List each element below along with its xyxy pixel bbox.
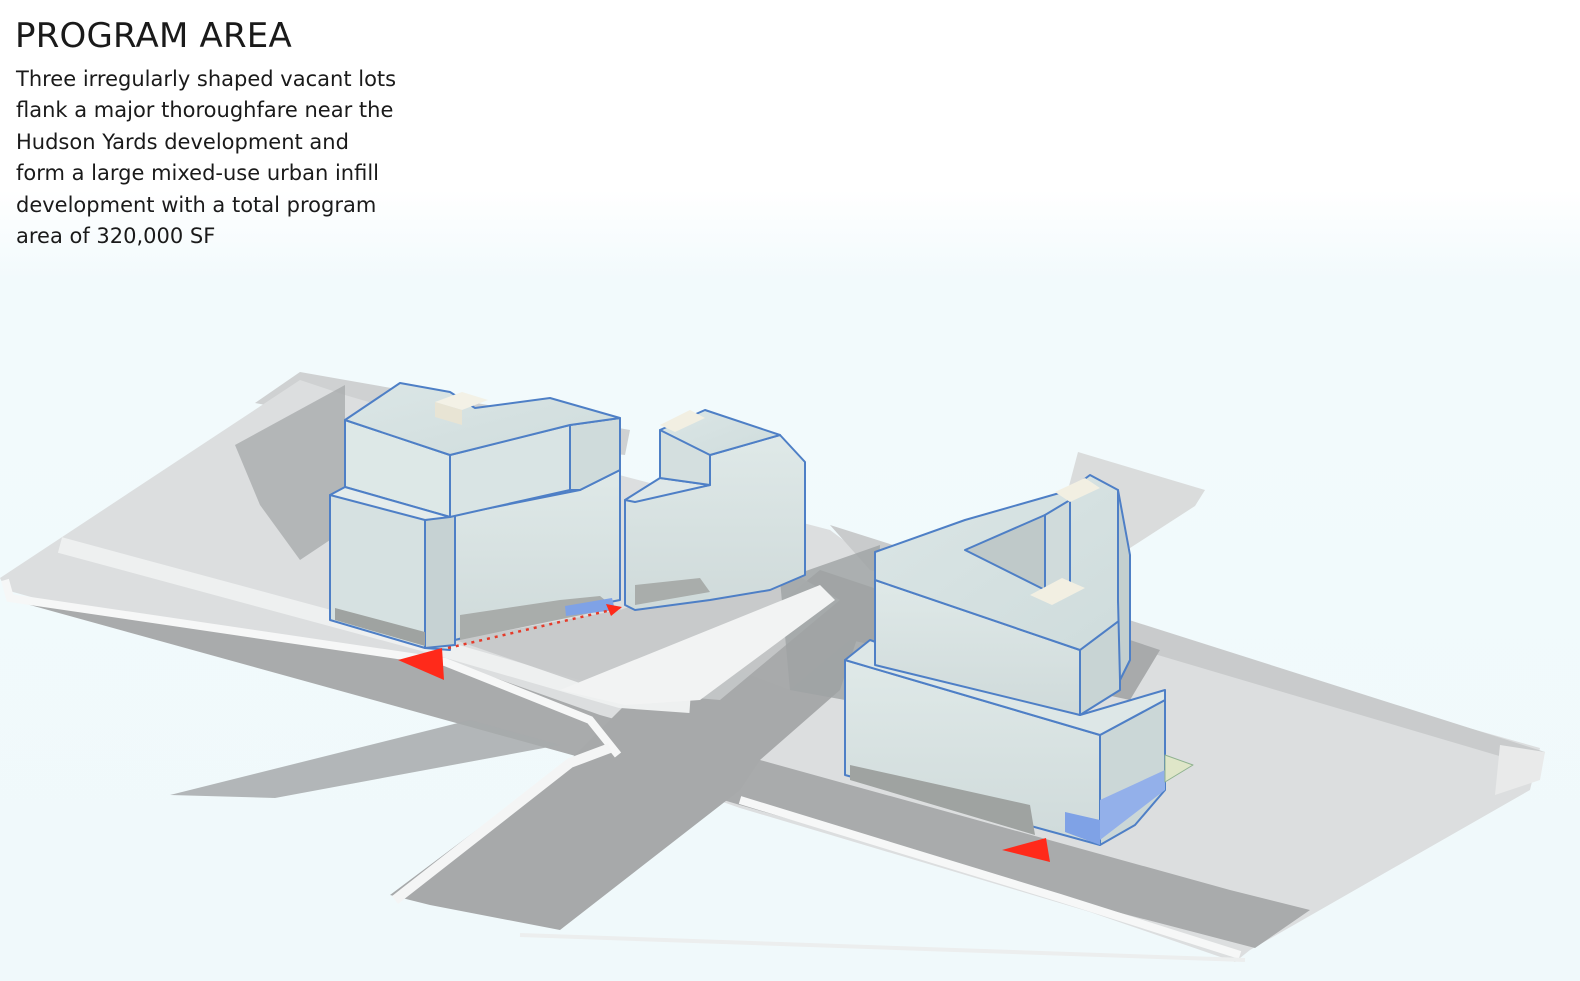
storefront-glass (1100, 770, 1165, 840)
curb-left (1, 578, 622, 758)
page-title: PROGRAM AREA (15, 16, 292, 56)
rooftop-unit (435, 402, 462, 425)
building-roof (344, 382, 621, 456)
storefront (850, 765, 1035, 835)
building-face (659, 429, 711, 486)
building-middle (624, 409, 806, 611)
storefront (635, 578, 710, 605)
shadow (235, 385, 345, 560)
storefront (335, 608, 425, 646)
building-face (424, 514, 456, 649)
rooftop-unit (1030, 578, 1085, 605)
building-right (844, 474, 1194, 846)
cross-street (390, 630, 860, 930)
building-face (1117, 489, 1131, 681)
description-line: Three irregularly shaped vacant lots (16, 67, 397, 91)
storefront-glass (565, 598, 615, 616)
plaza-strip (560, 585, 835, 705)
building-left (329, 382, 621, 651)
curb-bottom (391, 743, 612, 904)
curb-crosswalk (519, 933, 1246, 962)
entry-arrow-icon (606, 604, 622, 616)
description: Three irregularly shaped vacant lots fla… (16, 64, 411, 252)
entry-arrow-icon (1002, 838, 1050, 862)
rooftop-unit (1055, 478, 1100, 502)
description-line: development with a total program (16, 192, 377, 217)
rooftop-unit (435, 392, 488, 410)
building-face (329, 486, 451, 521)
rooftop-unit (660, 410, 705, 432)
pedestrian-path (447, 606, 621, 650)
description-line: flank a major thoroughfare near the (16, 98, 394, 123)
description-line: area of 320,000 SF (16, 224, 216, 249)
storefront-glass (1065, 812, 1100, 845)
site-edge (1495, 745, 1545, 795)
description-line: Hudson Yards development and (16, 129, 349, 154)
curb-bottom-right (738, 796, 1242, 959)
building-face (1044, 499, 1071, 591)
entry-arrow-icon (398, 648, 444, 680)
shadow (170, 720, 560, 798)
description-line: form a large mixed-use urban infill (16, 161, 379, 186)
entry-canopy (1164, 754, 1194, 783)
